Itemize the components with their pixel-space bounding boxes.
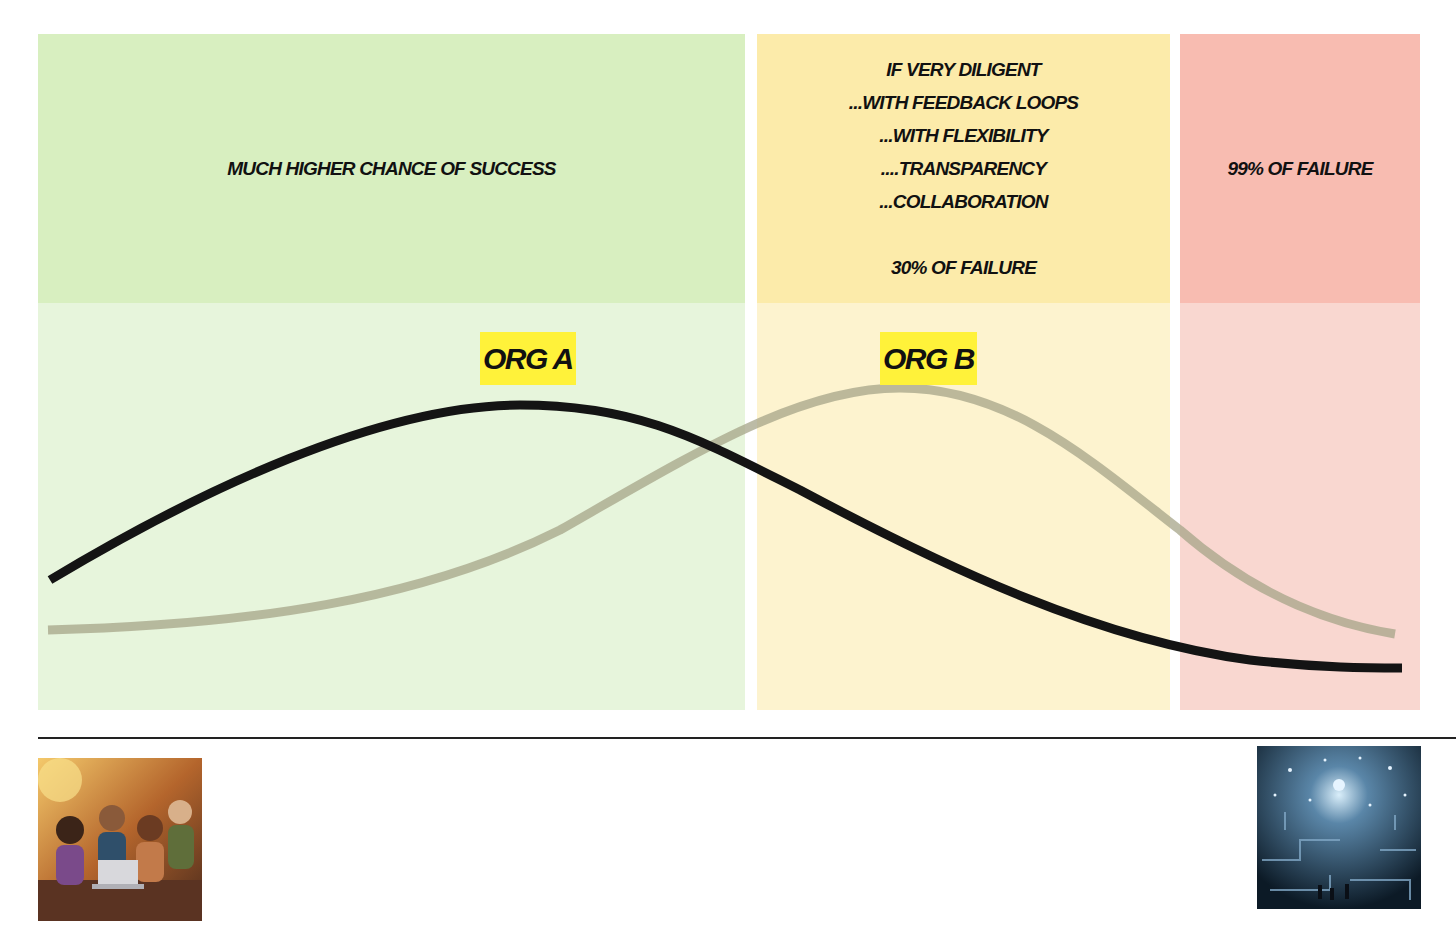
org-label: ORG A bbox=[480, 332, 576, 385]
maze-picture bbox=[1257, 746, 1421, 909]
failure-zone bbox=[1180, 303, 1420, 710]
caution-zone bbox=[757, 303, 1170, 710]
band-text: ....TRANSPARENCY bbox=[881, 152, 1046, 185]
team-picture bbox=[38, 758, 202, 921]
band-text: ...WITH FEEDBACK LOOPS bbox=[849, 86, 1078, 119]
caution-band: IF VERY DILIGENT...WITH FEEDBACK LOOPS..… bbox=[757, 34, 1170, 303]
band-text: MUCH HIGHER CHANCE OF SUCCESS bbox=[227, 152, 555, 185]
org-b-curve bbox=[48, 388, 1395, 634]
band-text: 30% OF FAILURE bbox=[891, 251, 1036, 284]
org-label: ORG B bbox=[880, 332, 977, 385]
band-text: ...WITH FLEXIBILITY bbox=[879, 119, 1047, 152]
band-text: IF VERY DILIGENT bbox=[886, 53, 1040, 86]
band-text: ...COLLABORATION bbox=[879, 185, 1047, 218]
failure-band: 99% OF FAILURE bbox=[1180, 34, 1420, 303]
band-text: 99% OF FAILURE bbox=[1227, 152, 1372, 185]
org-a-curve bbox=[50, 405, 1402, 668]
axis-line bbox=[38, 737, 1456, 739]
success-zone bbox=[38, 303, 745, 710]
success-band: MUCH HIGHER CHANCE OF SUCCESS bbox=[38, 34, 745, 303]
